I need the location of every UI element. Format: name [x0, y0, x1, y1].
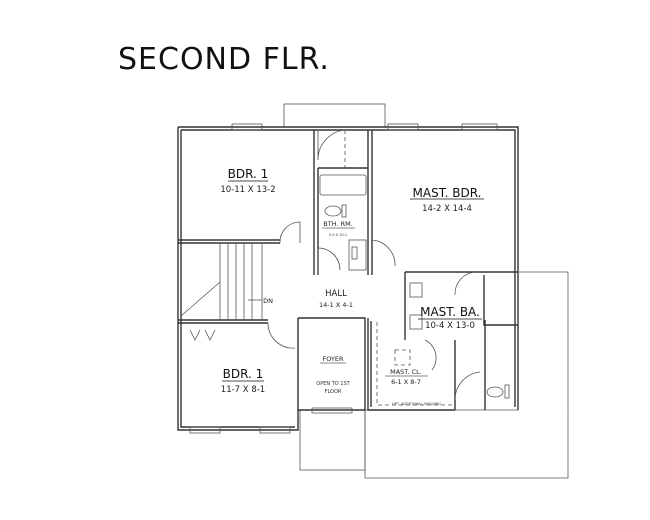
room-master-bath: MAST. BA. 10-4 X 13-0 — [418, 305, 482, 331]
room-hall: HALL 14-1 X 4-1 — [319, 289, 353, 309]
svg-text:FOYER: FOYER — [322, 355, 344, 363]
svg-text:FLOOR: FLOOR — [325, 389, 342, 395]
room-master-closet: MAST. CL. 6-1 X 8-7 — [385, 368, 428, 386]
svg-text:5-0 X 10-1: 5-0 X 10-1 — [329, 233, 347, 237]
plan-title: SECOND FLR. — [118, 42, 330, 77]
svg-text:10-4 X 13-0: 10-4 X 13-0 — [425, 321, 475, 331]
svg-text:MAST. BDR.: MAST. BDR. — [413, 186, 482, 200]
svg-text:BTH. RM.: BTH. RM. — [323, 220, 353, 228]
room-foyer: FOYER OPEN TO 1ST FLOOR — [316, 355, 350, 395]
fixtures — [319, 174, 510, 399]
svg-text:BDR. 1: BDR. 1 — [228, 167, 269, 181]
svg-text:OPEN TO 1ST: OPEN TO 1ST — [316, 381, 350, 387]
stair-direction: DN — [263, 297, 273, 305]
room-master-bedroom: MAST. BDR. 14-2 X 14-4 — [410, 186, 484, 214]
svg-text:6-1 X 8-7: 6-1 X 8-7 — [391, 378, 421, 386]
svg-text:10-11 X 13-2: 10-11 X 13-2 — [220, 185, 275, 195]
walls — [177, 126, 519, 431]
svg-text:MAST. CL.: MAST. CL. — [390, 368, 422, 376]
svg-text:14-2 X 14-4: 14-2 X 14-4 — [422, 204, 472, 214]
svg-text:14-1 X 4-1: 14-1 X 4-1 — [319, 301, 353, 309]
svg-text:11-7 X 8-1: 11-7 X 8-1 — [221, 385, 265, 395]
svg-text:BDR. 1: BDR. 1 — [223, 367, 264, 381]
shelving-note: OPT. ADDITIONAL SHELVING — [392, 402, 441, 406]
room-bdr1-lower: BDR. 1 11-7 X 8-1 — [221, 367, 265, 395]
staircase — [180, 243, 263, 320]
doors — [189, 129, 481, 401]
svg-text:HALL: HALL — [325, 289, 347, 299]
room-bathroom: BTH. RM. 5-0 X 10-1 — [322, 220, 355, 237]
room-bdr1-upper: BDR. 1 10-11 X 13-2 — [220, 167, 275, 195]
windows — [189, 123, 498, 434]
svg-text:MAST. BA.: MAST. BA. — [420, 305, 480, 319]
